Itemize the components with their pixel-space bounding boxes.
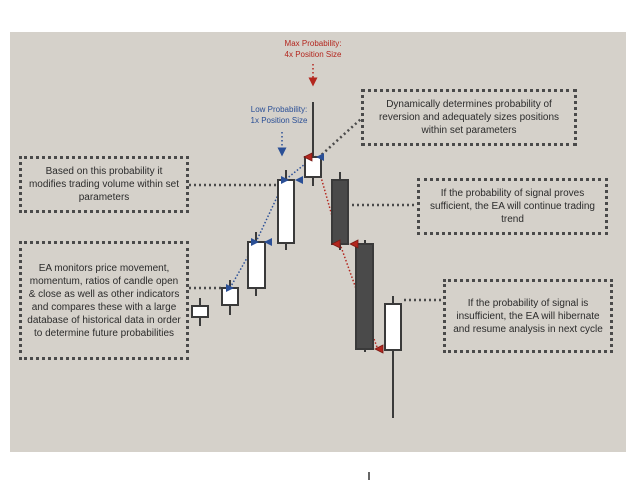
max-probability-label: Max Probability: 4x Position Size: [284, 39, 342, 59]
red-left-arrow-icon: [331, 239, 341, 249]
candle-5: [304, 102, 322, 186]
red-left-arrow-icon: [349, 239, 359, 249]
candle-4: [277, 170, 295, 250]
dynamic-sizing-box: Dynamically determines probability of re…: [361, 89, 577, 146]
red-left-arrow-icon: [303, 152, 313, 162]
blue-right-arrow-icon: [281, 176, 289, 184]
sufficient-signal-box: If the probability of signal proves suff…: [417, 178, 608, 235]
candle-8: [384, 296, 402, 418]
blue-left-arrow-icon: [295, 176, 303, 184]
candle-2: [221, 280, 239, 315]
connector-dynamic: [317, 117, 363, 159]
uptrend-line: [229, 155, 316, 289]
blue-right-arrow-icon: [226, 284, 234, 292]
monitoring-box: EA monitors price movement, momentum, ra…: [19, 241, 189, 360]
red-left-arrow-icon: [374, 344, 384, 354]
candle-7: [355, 240, 374, 352]
blue-left-arrow-icon: [264, 238, 272, 246]
candle-1: [191, 298, 209, 326]
blue-left-arrow-icon: [316, 153, 324, 161]
insufficient-signal-box: If the probability of signal is insuffic…: [443, 279, 613, 353]
candle-6: [331, 172, 349, 250]
volume-modification-box: Based on this probability it modifies tr…: [19, 156, 189, 213]
low-probability-label: Low Probability: 1x Position Size: [250, 105, 308, 125]
blue-right-arrow-icon: [251, 238, 259, 246]
